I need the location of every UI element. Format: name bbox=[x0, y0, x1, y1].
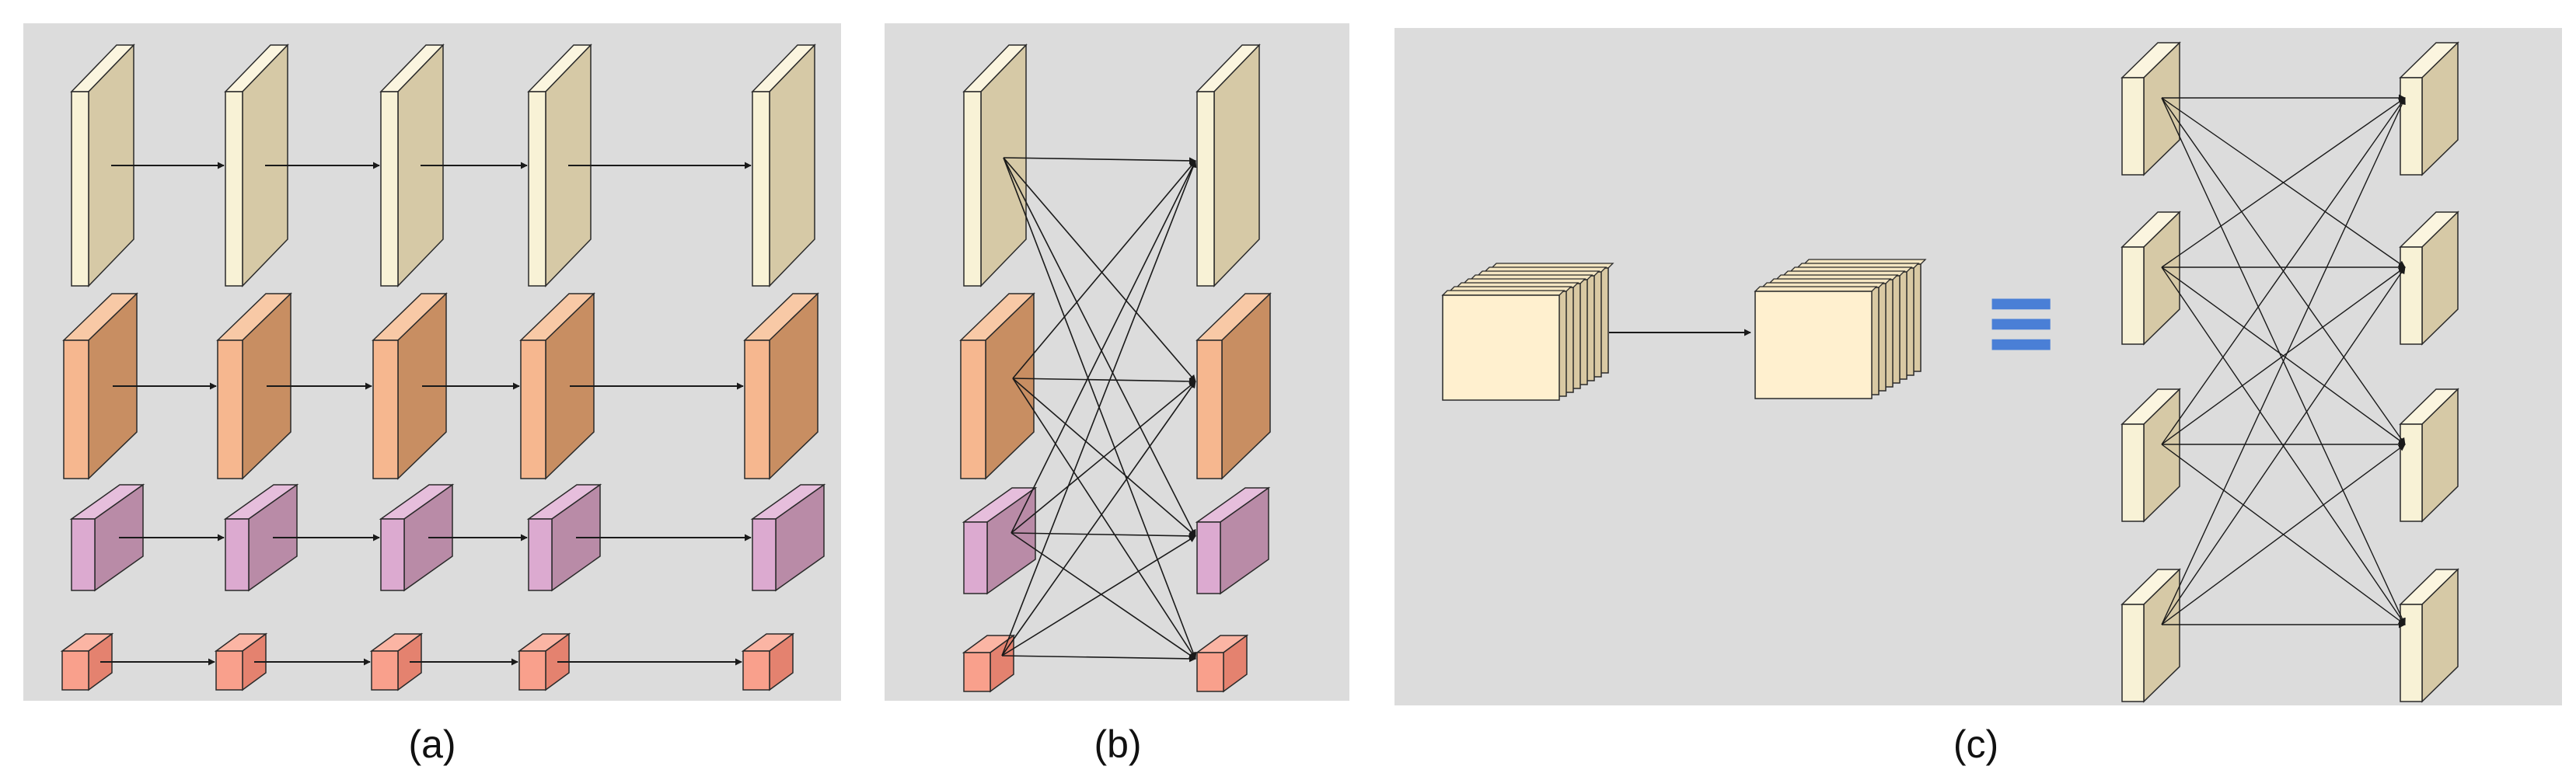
panel-b-connection-1-to-2 bbox=[1003, 157, 1196, 382]
panel-c-connection-2-to-1 bbox=[2161, 97, 2406, 268]
panel-a-row2-layer5 bbox=[743, 292, 819, 480]
panel-b-input3 bbox=[962, 486, 1038, 595]
panel-c-connection-3-to-2 bbox=[2161, 266, 2406, 445]
panel-c-channel-equivalence: ≡ bbox=[1441, 41, 2459, 703]
panel-b-output1 bbox=[1196, 44, 1261, 287]
panel-b-cross-scale-connections bbox=[959, 44, 1272, 693]
panel-b-output3 bbox=[1195, 486, 1271, 595]
caption-a: (a) bbox=[408, 723, 456, 766]
panel-b-connection-3-to-2 bbox=[1011, 381, 1196, 534]
panel-b-input1 bbox=[962, 44, 1028, 287]
panel-b-connection-2-to-4 bbox=[1012, 378, 1196, 660]
panel-c-connection-3-to-1 bbox=[2161, 97, 2406, 445]
panel-b-connection-4-to-3 bbox=[1001, 535, 1196, 656]
panel-b-connection-4-to-2 bbox=[1001, 381, 1196, 656]
equivalence-symbol: ≡ bbox=[1982, 268, 2061, 376]
panel-c-connection-4-to-3 bbox=[2161, 444, 2406, 625]
panel-b-connection-2-to-1 bbox=[1012, 160, 1196, 379]
panel-b-connection-4-to-1 bbox=[1001, 160, 1197, 656]
panel-c-output-channel1 bbox=[2399, 41, 2459, 176]
panel-b-input4 bbox=[962, 634, 1016, 693]
panel-b-connection-1-to-1 bbox=[1003, 157, 1196, 165]
caption-c: (c) bbox=[1953, 723, 1998, 766]
panel-b-connection-3-to-3 bbox=[1011, 532, 1196, 540]
caption-b: (b) bbox=[1094, 723, 1141, 766]
panel-c-output-channel3 bbox=[2399, 388, 2459, 523]
panel-a-row4-layer2 bbox=[214, 632, 268, 691]
panel-c-input-volume bbox=[1441, 263, 1614, 401]
panel-b-output2 bbox=[1196, 292, 1272, 480]
panel-b-input2 bbox=[959, 292, 1035, 480]
panel-b-connection-3-to-1 bbox=[1011, 160, 1196, 534]
panel-a-parallel-streams bbox=[60, 44, 826, 691]
panel-c-connection-4-to-2 bbox=[2161, 266, 2406, 625]
panel-b-connection-1-to-3 bbox=[1003, 157, 1196, 537]
panel-b-connection-1-to-4 bbox=[1003, 157, 1197, 660]
panel-a-row4-layer4 bbox=[517, 632, 571, 691]
panel-c-connection-4-to-1 bbox=[2161, 97, 2406, 625]
panel-a-row1-layer4 bbox=[527, 44, 592, 287]
panel-a-row3-layer3 bbox=[379, 483, 455, 592]
panel-c-input-channel2 bbox=[2120, 211, 2181, 346]
panel-a-row4-layer3 bbox=[369, 632, 424, 691]
panel-c-output-volume bbox=[1754, 259, 1927, 399]
panel-a-row1-layer5 bbox=[751, 44, 816, 287]
panel-b-output4 bbox=[1195, 634, 1249, 693]
panel-b-connection-2-to-2 bbox=[1012, 378, 1196, 385]
panel-c-input-channel4 bbox=[2120, 568, 2181, 703]
panel-a-row3-layer5 bbox=[750, 483, 826, 592]
panel-c-input-channel1 bbox=[2120, 41, 2181, 176]
panel-b-connection-4-to-4 bbox=[1001, 655, 1196, 663]
panel-a-row4-layer5 bbox=[741, 632, 795, 691]
panel-c-input-channel3 bbox=[2120, 388, 2181, 523]
